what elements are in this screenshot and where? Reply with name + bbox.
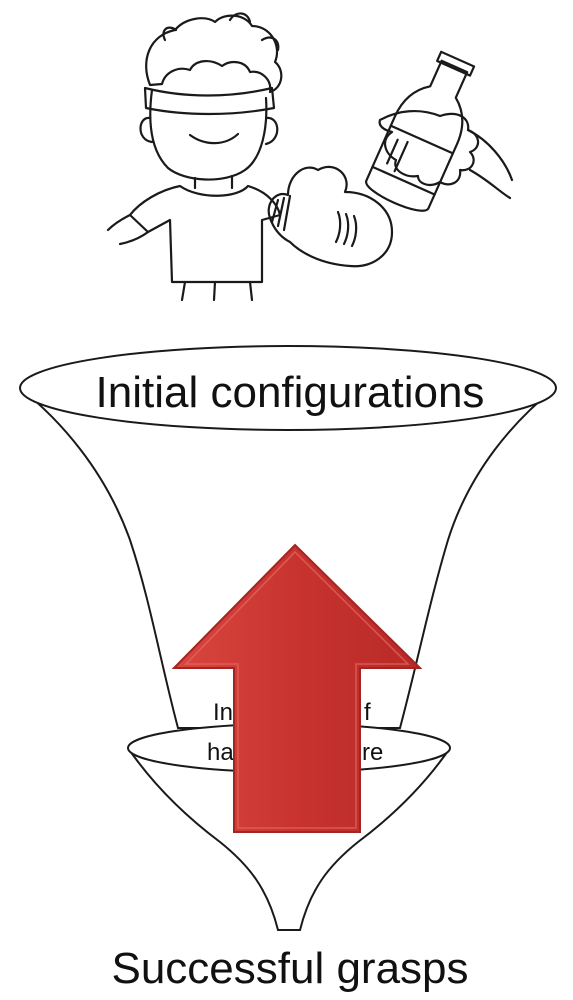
top-funnel-rim (19, 345, 557, 431)
neck-label-line2-left: ha (207, 739, 234, 766)
child-hair (145, 14, 283, 94)
neck-label-line2-right: re (362, 739, 383, 766)
neck-label-line1-right: f (364, 699, 371, 726)
upward-red-arrow (171, 543, 423, 833)
neck-label-line1-left: In (213, 699, 233, 726)
bottom-funnel-body (127, 747, 451, 931)
child-smile (188, 132, 240, 145)
initial-configurations-label: Initial configurations (96, 368, 485, 417)
child-shirt (128, 184, 282, 284)
successful-grasps-label: Successful grasps (111, 944, 468, 993)
arrow-shape (171, 543, 423, 833)
blindfolded-child-illustration (106, 12, 514, 302)
blindfold (143, 86, 276, 116)
child-head (149, 88, 268, 181)
holding-hand (378, 109, 480, 186)
mitten (267, 165, 394, 268)
